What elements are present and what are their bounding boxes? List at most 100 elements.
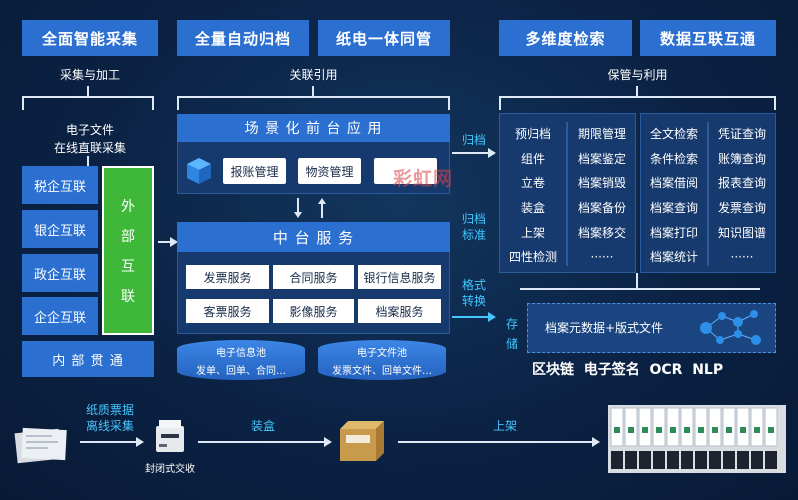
- label-fmt-2: 转换: [461, 294, 486, 308]
- info-pool-cylinder: 电子信息池 发单、回单、合同…: [177, 340, 305, 380]
- item-more-1: ······: [590, 250, 614, 265]
- item-transfer: 档案移交: [577, 225, 626, 240]
- svc-contract[interactable]: 合同服务: [273, 265, 354, 289]
- storage-connector-v: [636, 273, 638, 289]
- btn-materials[interactable]: 物资管理: [298, 158, 361, 184]
- item-destroy: 档案销毁: [577, 176, 626, 191]
- external-char-3: 互: [121, 258, 135, 275]
- info-pool-sub: 发单、回单、合同…: [196, 366, 286, 377]
- paper-receipts-icon: [14, 427, 67, 464]
- bracket-middle: [177, 96, 450, 110]
- item-pre-archive: 预归档: [514, 127, 551, 141]
- metadata-label: 档案元数据+版式文件: [545, 321, 664, 335]
- col-archiving: 预归档 组件 立卷 装盒 上架 四性检测: [503, 122, 563, 270]
- box-tax-enterprise: 税企互联: [22, 166, 98, 204]
- arrow-format: [452, 312, 496, 322]
- col-management: 期限管理 档案鉴定 档案销毁 档案备份 档案移交 ······: [570, 122, 634, 270]
- svc-bank-info[interactable]: 银行信息服务: [358, 265, 441, 289]
- elec-file-caption: 电子文件 在线直联采集: [22, 121, 158, 157]
- col-query: 凭证查询 账簿查询 报表查询 发票查询 知识图谱 ······: [710, 122, 774, 270]
- frontend-title: 场 景 化 前 台 应 用: [177, 114, 450, 142]
- item-ledger: 账簿查询: [717, 151, 766, 166]
- file-pool-sub: 发票文件、回单文件…: [332, 366, 432, 377]
- label-paper-offline: 纸质票据 离线采集: [80, 402, 140, 434]
- watermark: 彩虹网: [393, 168, 454, 190]
- item-appraisal: 档案鉴定: [577, 151, 626, 166]
- info-pool-title: 电子信息池: [216, 348, 266, 359]
- network-icon: [700, 310, 761, 345]
- header-data-interconnect: 数据互联互通: [640, 20, 776, 56]
- item-backup: 档案备份: [577, 201, 626, 216]
- header-smart-collection: 全面智能采集: [22, 20, 158, 56]
- label-format-convert: 格式 转换: [456, 277, 492, 309]
- arrow-external-to-middle: [158, 237, 178, 247]
- bracket-left: [22, 96, 154, 110]
- internal-integration-box: 内 部 贯 通: [22, 341, 154, 377]
- item-boxing: 装盒: [520, 201, 545, 216]
- col-retrieval: 全文检索 条件检索 档案借阅 档案查询 档案打印 档案统计: [643, 122, 705, 270]
- label-archive: 归档: [461, 133, 486, 147]
- header-multi-search: 多维度检索: [499, 20, 632, 56]
- item-voucher: 凭证查询: [717, 127, 766, 141]
- label-std-1: 归档: [461, 212, 486, 226]
- box-enterprise-enterprise: 企企互联: [22, 297, 98, 335]
- storage-connector-h: [520, 288, 760, 290]
- svc-ticket[interactable]: 客票服务: [186, 299, 269, 323]
- item-query: 档案查询: [649, 201, 698, 216]
- caption-storage: 保管与利用: [607, 68, 668, 82]
- archive-box-icon: [340, 421, 384, 461]
- cube-icon: [187, 158, 211, 184]
- item-volume: 立卷: [520, 176, 545, 191]
- item-print: 档案打印: [649, 225, 698, 240]
- label-sealed-delivery: 封闭式交收: [145, 464, 195, 475]
- box-gov-enterprise: 政企互联: [22, 254, 98, 292]
- metadata-box: [527, 303, 776, 353]
- label-boxing: 装盒: [250, 419, 275, 433]
- item-knowledge-graph: 知识图谱: [717, 225, 766, 240]
- bracket-right-stem: [636, 86, 638, 96]
- middle-service-title: 中 台 服 务: [177, 222, 450, 252]
- label-storage: 存 储: [500, 314, 524, 354]
- divider-col3: [707, 122, 709, 266]
- svc-invoice[interactable]: 发票服务: [186, 265, 269, 289]
- external-char-2: 部: [121, 228, 135, 245]
- svc-image[interactable]: 影像服务: [273, 299, 354, 323]
- label-paper-2: 离线采集: [85, 419, 134, 433]
- external-interconnect-box: 外 部 互 联: [102, 166, 154, 335]
- label-shelving: 上架: [492, 419, 517, 433]
- item-condition: 条件检索: [649, 151, 698, 166]
- divider-col1: [566, 122, 568, 266]
- file-pool-cylinder: 电子文件池 发票文件、回单文件…: [318, 340, 446, 380]
- item-borrow: 档案借阅: [649, 176, 698, 191]
- item-component: 组件: [520, 151, 545, 166]
- item-more-2: ······: [730, 250, 754, 265]
- archive-shelf-icon: [608, 405, 786, 473]
- file-pool-title: 电子文件池: [357, 348, 407, 359]
- bracket-left-stem: [87, 86, 89, 96]
- btn-blank[interactable]: [374, 158, 437, 184]
- elec-file-line2: 在线直联采集: [53, 141, 126, 155]
- item-report: 报表查询: [717, 176, 766, 191]
- bracket-middle-stem: [312, 86, 314, 96]
- arrow-paper-to-scanner: [80, 437, 144, 447]
- label-store-2: 储: [505, 337, 518, 351]
- item-term-mgmt: 期限管理: [577, 127, 626, 141]
- item-stats: 档案统计: [649, 250, 698, 265]
- label-archive-standard: 归档 标准: [456, 211, 492, 243]
- box-bank-enterprise: 银企互联: [22, 210, 98, 248]
- bracket-right: [499, 96, 776, 110]
- item-four-check: 四性检测: [508, 250, 557, 265]
- item-fulltext: 全文检索: [649, 127, 698, 141]
- label-std-2: 标准: [461, 228, 486, 242]
- header-auto-archive: 全量自动归档: [177, 20, 309, 56]
- elec-file-line1: 电子文件: [65, 123, 114, 137]
- arrow-box-to-shelf: [398, 437, 600, 447]
- btn-reimbursement[interactable]: 报账管理: [223, 158, 286, 184]
- updown-arrows-icon: [294, 198, 326, 218]
- svc-archive[interactable]: 档案服务: [358, 299, 441, 323]
- item-shelving: 上架: [520, 225, 545, 240]
- caption-reference: 关联引用: [289, 68, 338, 82]
- label-paper-1: 纸质票据: [85, 403, 134, 417]
- elec-file-connector: [87, 156, 89, 166]
- item-invoice-query: 发票查询: [717, 201, 766, 216]
